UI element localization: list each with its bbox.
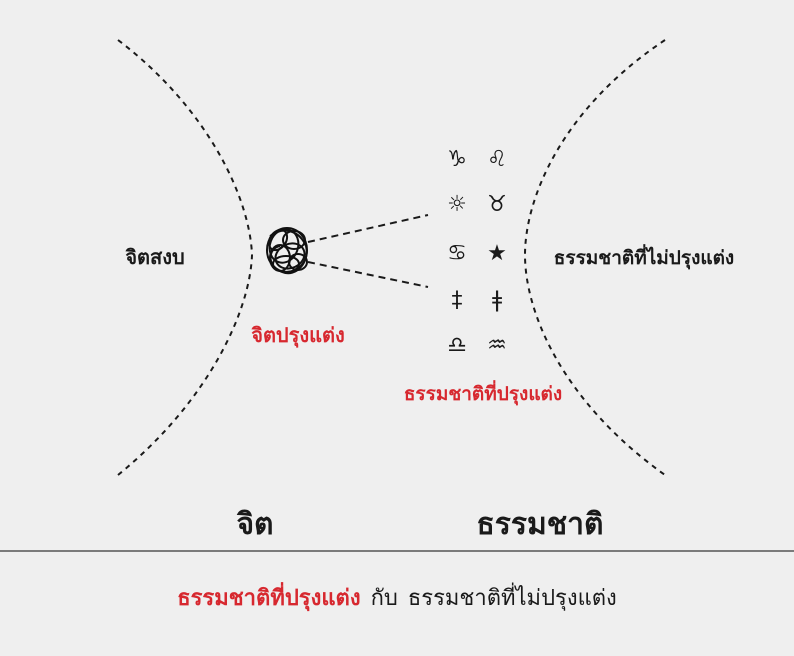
sun-icon: ☼ xyxy=(447,192,467,217)
conditioned-nature-label: ธรรมชาติที่ปรุงแต่ง xyxy=(404,380,562,406)
upper-ray-line xyxy=(307,214,429,243)
proliferating-mind-label: จิตปรุงแต่ง xyxy=(251,323,345,348)
star-icon: ★ xyxy=(487,241,507,266)
double-dagger-icon: ‡ xyxy=(452,288,463,313)
cancer-icon: ♋ xyxy=(447,241,467,266)
tangled-mind-scribble-icon xyxy=(266,227,308,275)
left-boundary-curve xyxy=(117,39,254,476)
caption-rest: ธรรมชาติที่ไม่ปรุงแต่ง xyxy=(407,586,617,611)
unconditioned-nature-label: ธรรมชาติที่ไม่ปรุงแต่ง xyxy=(554,244,734,270)
caption-connector: กับ xyxy=(370,586,398,611)
caption: ธรรมชาติที่ปรุงแต่ง กับ ธรรมชาติที่ไม่ปรุง… xyxy=(0,580,794,615)
caption-highlight: ธรรมชาติที่ปรุงแต่ง xyxy=(177,586,361,611)
libra-icon: ♎ xyxy=(447,333,467,358)
nature-heading: ธรรมชาติ xyxy=(476,507,603,542)
taurus-icon: ♉ xyxy=(487,192,507,217)
capricorn-icon: ♑ xyxy=(447,147,467,172)
calm-mind-label: จิตสงบ xyxy=(125,245,185,269)
aquarius-icon: ♒ xyxy=(487,333,507,358)
leo-icon: ♌ xyxy=(487,147,507,172)
cross-bar-icon: ǂ xyxy=(492,288,502,313)
lower-ray-line xyxy=(307,261,429,288)
mind-heading: จิต xyxy=(236,507,273,542)
